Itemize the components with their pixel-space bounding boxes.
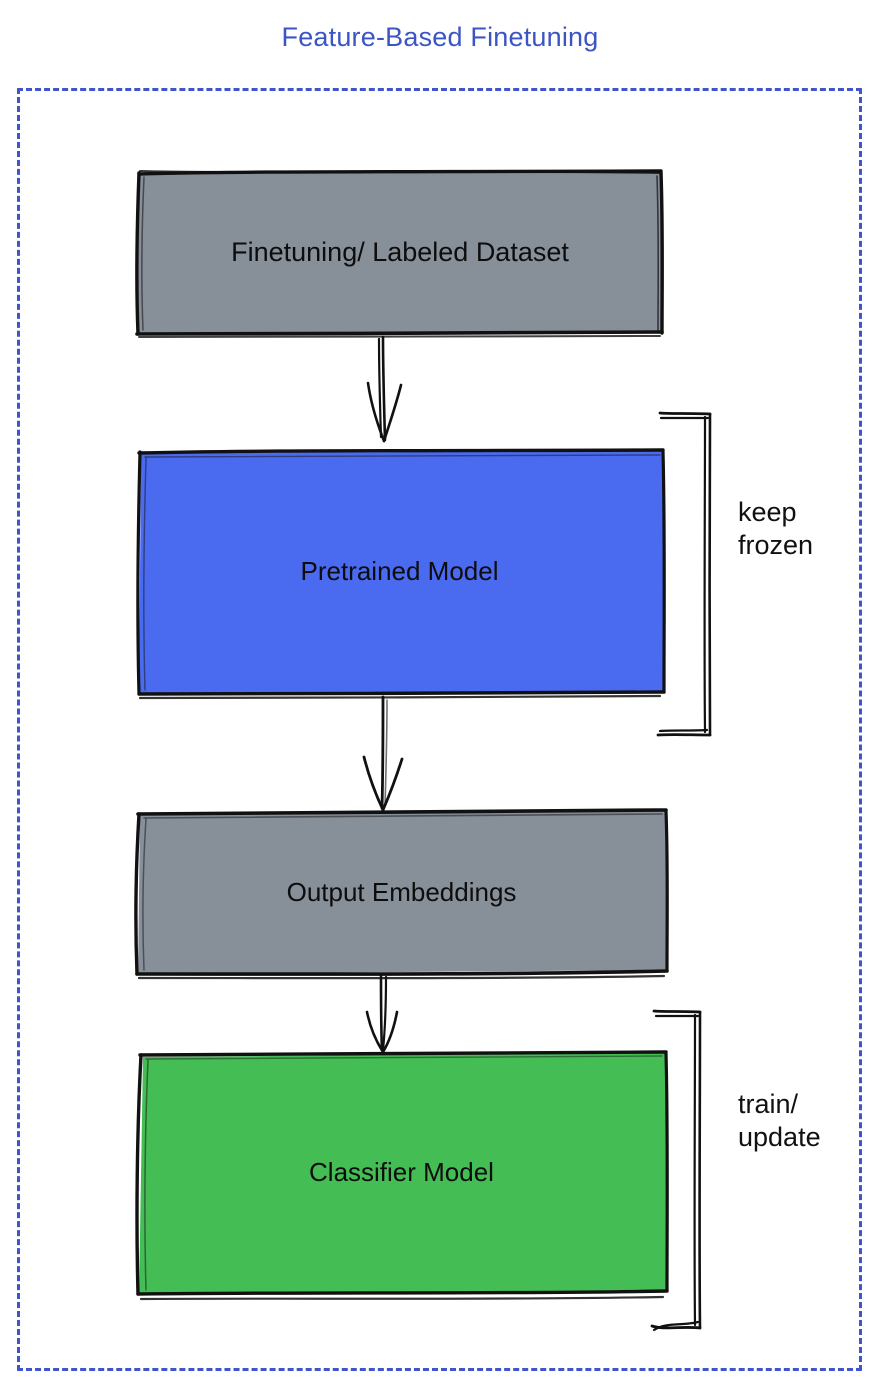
node-shape-dataset: [135, 169, 664, 338]
node-shape-pretrained: [136, 448, 666, 700]
edge-embeddings-to-classifier: [365, 974, 399, 1054]
node-shape-embeddings: [134, 808, 669, 980]
node-embeddings-label: Output Embeddings: [286, 876, 517, 907]
node-dataset-label: Finetuning/ Labeled Dataset: [231, 237, 569, 267]
node-pretrained-label: Pretrained Model: [300, 556, 499, 586]
annotation-train-update-label: train/ update: [738, 1089, 821, 1153]
node-classifier[interactable]: Classifier Model: [136, 1051, 667, 1294]
node-classifier-label: Classifier Model: [309, 1157, 494, 1187]
bracket-train-update: [650, 1009, 702, 1332]
diagram-frame: [17, 88, 862, 1371]
annotation-keep-frozen-label: keep frozen: [738, 497, 814, 561]
page-title: Feature-Based Finetuning: [281, 22, 599, 52]
edge-dataset-to-pretrained: [366, 335, 403, 443]
node-embeddings[interactable]: Output Embeddings: [136, 812, 667, 972]
bracket-keep-frozen: [656, 411, 712, 737]
node-shape-classifier: [135, 1050, 669, 1301]
edge-pretrained-to-embeddings: [362, 695, 404, 812]
node-dataset[interactable]: Finetuning/ Labeled Dataset: [136, 170, 664, 335]
node-pretrained[interactable]: Pretrained Model: [135, 449, 664, 694]
